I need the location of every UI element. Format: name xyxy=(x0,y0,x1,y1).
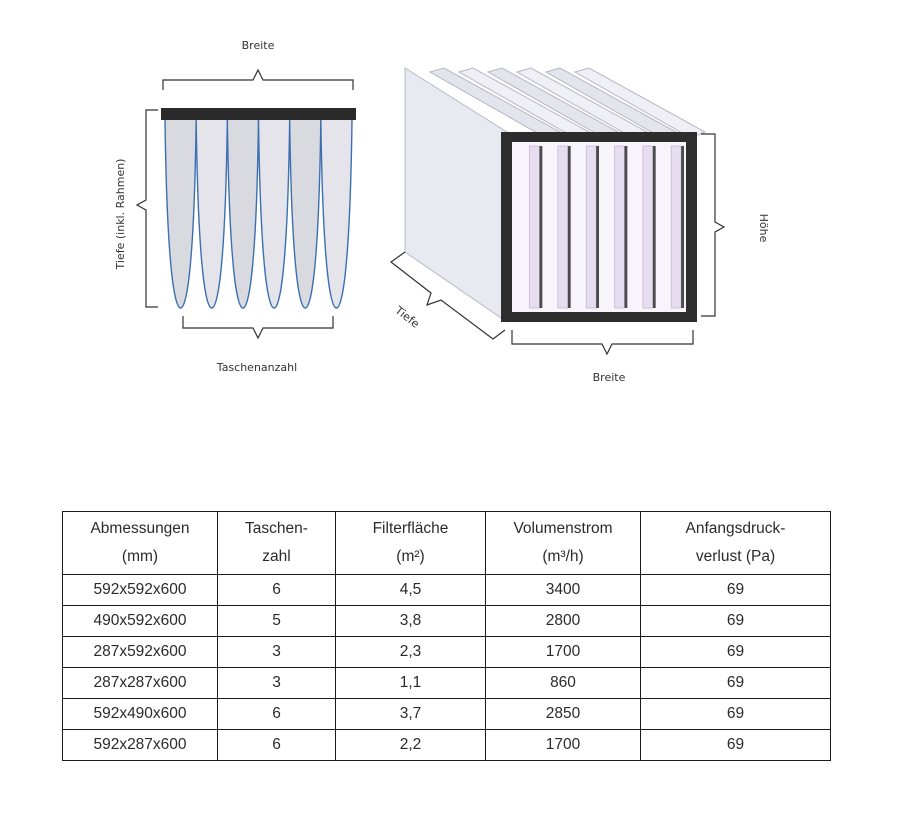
pockets-left xyxy=(164,119,353,309)
cell-filter-area: 4,5 xyxy=(335,574,486,606)
cell-airflow: 860 xyxy=(485,667,641,699)
cell-pressure-drop: 69 xyxy=(640,667,831,699)
pocket-separator xyxy=(624,146,628,308)
width-label-left: Breite xyxy=(242,39,275,52)
pocket-fill xyxy=(196,120,228,308)
pocket-fill xyxy=(227,120,259,308)
depth-label-right: Tiefe xyxy=(392,303,422,331)
cell-dimensions: 287x592x600 xyxy=(62,636,218,668)
cell-filter-area: 3,7 xyxy=(335,698,486,730)
cell-dimensions: 592x287x600 xyxy=(62,729,218,761)
pockets-label-left: Taschenanzahl xyxy=(216,361,297,374)
cell-airflow: 1700 xyxy=(485,729,641,761)
pocket-opening xyxy=(642,145,654,309)
header-pressure-drop: Anfangsdruck- verlust (Pa) xyxy=(640,511,831,575)
pocket-fill xyxy=(258,120,290,308)
table-row: 592x287x600 6 2,2 1700 69 xyxy=(62,729,831,761)
header-airflow: Volumenstrom (m³/h) xyxy=(485,511,641,575)
width-bracket-left xyxy=(162,68,354,90)
filter-diagram: Breite Tiefe (inkl. Rahmen) Taschenanzah… xyxy=(114,39,770,384)
cell-pockets: 3 xyxy=(217,636,336,668)
header-row: Abmessungen (mm) Taschen- zahl Filterflä… xyxy=(62,511,831,575)
pockets-bracket-left xyxy=(182,316,334,340)
cell-dimensions: 592x490x600 xyxy=(62,698,218,730)
cell-filter-area: 2,3 xyxy=(335,636,486,668)
pocket-outline xyxy=(164,119,197,309)
cell-dimensions: 592x592x600 xyxy=(62,574,218,606)
pocket-separator xyxy=(681,146,684,308)
height-bracket-right xyxy=(701,133,726,317)
pocket-opening xyxy=(585,145,597,309)
cell-pockets: 6 xyxy=(217,729,336,761)
frame-bar-left xyxy=(161,108,356,120)
cell-pressure-drop: 69 xyxy=(640,605,831,637)
cell-airflow: 3400 xyxy=(485,574,641,606)
header-filter-area: Filterfläche (m²) xyxy=(335,511,486,575)
cell-pockets: 6 xyxy=(217,574,336,606)
cell-filter-area: 1,1 xyxy=(335,667,486,699)
cell-pressure-drop: 69 xyxy=(640,636,831,668)
pocket-separator xyxy=(567,146,571,308)
table-row: 592x490x600 6 3,7 2850 69 xyxy=(62,698,831,730)
depth-bracket-right xyxy=(389,251,506,340)
cell-dimensions: 287x287x600 xyxy=(62,667,218,699)
table-row: 490x592x600 5 3,8 2800 69 xyxy=(62,605,831,637)
pocket-separator xyxy=(652,146,656,308)
depth-bracket-left xyxy=(135,109,158,308)
pocket-separator xyxy=(539,146,543,308)
cell-pockets: 3 xyxy=(217,667,336,699)
pocket-outline xyxy=(257,119,291,309)
pocket-fill xyxy=(165,120,197,308)
cell-airflow: 2800 xyxy=(485,605,641,637)
cell-filter-area: 3,8 xyxy=(335,605,486,637)
cell-dimensions: 490x592x600 xyxy=(62,605,218,637)
pocket-outline xyxy=(320,119,353,309)
left-filter-view: Breite Tiefe (inkl. Rahmen) Taschenanzah… xyxy=(114,39,356,374)
table-row: 287x592x600 3 2,3 1700 69 xyxy=(62,636,831,668)
right-filter-view: Tiefe Breite Höhe xyxy=(389,67,770,384)
pockets-back xyxy=(428,67,707,139)
header-pockets: Taschen- zahl xyxy=(217,511,336,575)
table-row: 592x592x600 6 4,5 3400 69 xyxy=(62,574,831,606)
pocket-outline xyxy=(195,119,229,309)
spec-table-body: 592x592x600 6 4,5 3400 69 490x592x600 5 … xyxy=(62,574,831,761)
spec-table: Abmessungen (mm) Taschen- zahl Filterflä… xyxy=(62,511,831,761)
pocket-opening xyxy=(529,145,540,309)
spec-table-head: Abmessungen (mm) Taschen- zahl Filterflä… xyxy=(62,511,831,575)
pocket-fill xyxy=(320,120,352,308)
pocket-outline xyxy=(226,119,260,309)
width-bracket-right xyxy=(511,330,694,356)
pocket-fold xyxy=(573,67,707,139)
cell-pressure-drop: 69 xyxy=(640,729,831,761)
cell-airflow: 2850 xyxy=(485,698,641,730)
width-label-right: Breite xyxy=(593,371,626,384)
header-dimensions: Abmessungen (mm) xyxy=(62,511,218,575)
cell-pockets: 6 xyxy=(217,698,336,730)
pocket-outline xyxy=(288,119,322,309)
pockets-front xyxy=(529,145,684,309)
depth-label-left: Tiefe (inkl. Rahmen) xyxy=(114,159,127,271)
cell-pressure-drop: 69 xyxy=(640,574,831,606)
cell-pockets: 5 xyxy=(217,605,336,637)
table-row: 287x287x600 3 1,1 860 69 xyxy=(62,667,831,699)
cell-airflow: 1700 xyxy=(485,636,641,668)
pocket-separator xyxy=(596,146,599,308)
pocket-opening xyxy=(614,145,625,309)
pocket-fill xyxy=(289,120,321,308)
pocket-opening xyxy=(670,145,682,309)
pocket-opening xyxy=(557,145,569,309)
cell-pressure-drop: 69 xyxy=(640,698,831,730)
height-label-right: Höhe xyxy=(757,214,770,243)
cell-filter-area: 2,2 xyxy=(335,729,486,761)
